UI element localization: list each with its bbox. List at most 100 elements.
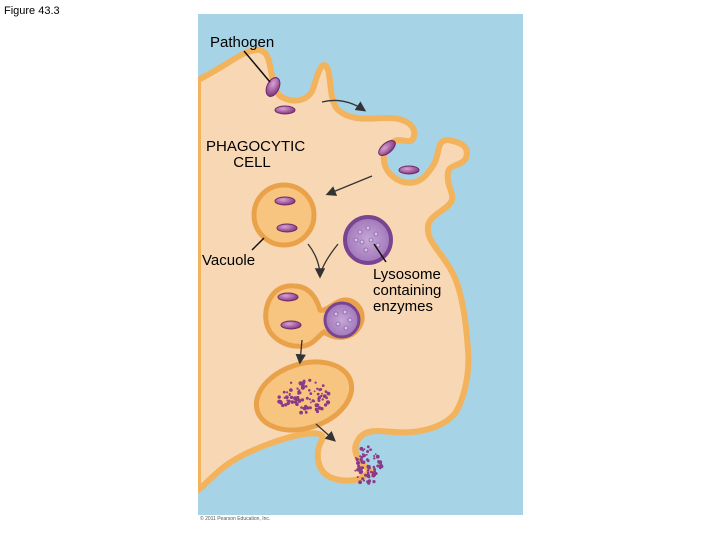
fragment-dot: [302, 379, 306, 383]
fragment-dot: [358, 470, 363, 475]
digested-fragments: [277, 378, 331, 415]
fragment-dot: [354, 469, 357, 472]
fragment-dot: [316, 403, 320, 407]
phagocytic-cell-label-line-1: PHAGOCYTIC: [206, 138, 306, 155]
fragment-dot: [371, 473, 376, 478]
fragment-dot: [372, 465, 376, 469]
fragment-dot: [326, 391, 331, 396]
fragment-dot: [308, 378, 312, 382]
fragment-dot: [289, 388, 293, 392]
fragment-dot: [282, 390, 286, 394]
fragment-dot: [372, 480, 376, 484]
fragment-dot: [316, 387, 319, 390]
fragment-dot: [324, 395, 327, 398]
fragment-dot: [356, 467, 361, 472]
fragment-dot: [286, 401, 290, 406]
pathogen-pocket-2: [398, 165, 420, 175]
figure-title: Figure 43.3: [4, 5, 60, 17]
vacuole: [251, 182, 317, 248]
fragment-dot: [373, 468, 377, 471]
fragment-dot: [277, 395, 281, 399]
fragment-dot: [378, 460, 383, 465]
fragment-dot: [300, 406, 303, 409]
fragment-dot: [279, 401, 283, 405]
fragment-dot: [366, 459, 370, 463]
fragment-dot: [324, 404, 328, 407]
fragment-dot: [313, 400, 316, 403]
lysosome-leader: [373, 243, 387, 263]
fragment-dot: [374, 453, 377, 455]
arrow-to-vacuole: [325, 175, 373, 196]
fusing-lysosome-enzymes: [333, 309, 353, 331]
fragment-dot: [358, 480, 362, 485]
pathogen-pocket-1: [378, 140, 396, 156]
fragment-dot: [324, 390, 328, 393]
fragment-dot: [321, 392, 323, 395]
fragment-dot: [313, 390, 316, 393]
fragment-dot: [290, 400, 295, 404]
pathogen-engulfed-2: [274, 105, 296, 115]
arrow-expel: [315, 423, 336, 442]
fragment-dot: [361, 477, 365, 481]
pathogen-leader: [243, 50, 271, 83]
fragment-dot: [355, 457, 359, 462]
digestion-vacuole: [253, 359, 355, 433]
expelled-debris: [354, 445, 384, 485]
fragment-dot: [286, 391, 289, 394]
fragment-dot: [366, 471, 370, 475]
fragment-dot: [366, 445, 370, 449]
fragment-dot: [366, 469, 370, 472]
fragment-dot: [296, 387, 299, 390]
lysosome-label-line-1: Lysosome: [373, 266, 441, 283]
fragment-dot: [318, 395, 322, 400]
fragment-dot: [297, 391, 300, 395]
fragment-dot: [373, 455, 376, 457]
arrow-fusion-2: [319, 243, 339, 277]
vacuole-pathogen-1: [274, 196, 296, 206]
fragment-dot: [310, 401, 312, 404]
fragment-dot: [308, 389, 311, 392]
fragment-dot: [314, 381, 317, 384]
fragment-dot: [284, 403, 288, 407]
fragment-dot: [315, 409, 320, 414]
fragment-dot: [362, 453, 366, 458]
arrow-fusion: [307, 243, 326, 279]
fragment-dot: [325, 400, 331, 405]
fragment-dot: [309, 392, 313, 395]
fragment-dot: [289, 381, 293, 384]
fragment-dot: [295, 396, 300, 401]
fragment-dot: [356, 461, 360, 465]
fragment-dot: [359, 458, 363, 462]
fusing-pathogen-1: [277, 292, 299, 302]
fragment-dot: [305, 411, 308, 414]
fragment-dot: [288, 394, 291, 397]
fragment-dot: [319, 388, 323, 391]
fragment-dot: [317, 399, 321, 402]
lysosome-enzymes: [353, 225, 381, 253]
fragment-dot: [299, 410, 303, 415]
fragment-dot: [298, 381, 303, 386]
fragment-dot: [357, 464, 361, 468]
phagocytic-cell-label: PHAGOCYTIC CELL: [206, 138, 306, 171]
fragment-dot: [295, 402, 299, 407]
fragment-dot: [375, 454, 380, 459]
fragment-dot: [308, 398, 311, 401]
fragment-dot: [305, 396, 309, 400]
fragment-dot: [321, 384, 325, 387]
fragment-dot: [302, 406, 306, 410]
vacuole-label: Vacuole: [202, 252, 256, 269]
fragment-dot: [305, 407, 308, 409]
pathogen-label: Pathogen: [210, 34, 275, 51]
lysosome-label: Lysosome containing enzymes: [373, 267, 441, 315]
fragment-dot: [380, 464, 384, 469]
fragment-dot: [316, 392, 320, 396]
diagram-canvas: [198, 14, 523, 515]
fragment-dot: [363, 479, 365, 482]
fragment-dot: [298, 389, 301, 392]
fragment-dot: [366, 450, 370, 453]
fragment-dot: [359, 455, 362, 458]
fragment-dot: [356, 476, 359, 479]
fragment-dot: [359, 446, 364, 451]
fragment-dot: [362, 449, 364, 452]
lysosome-label-line-2: containing: [373, 282, 442, 299]
